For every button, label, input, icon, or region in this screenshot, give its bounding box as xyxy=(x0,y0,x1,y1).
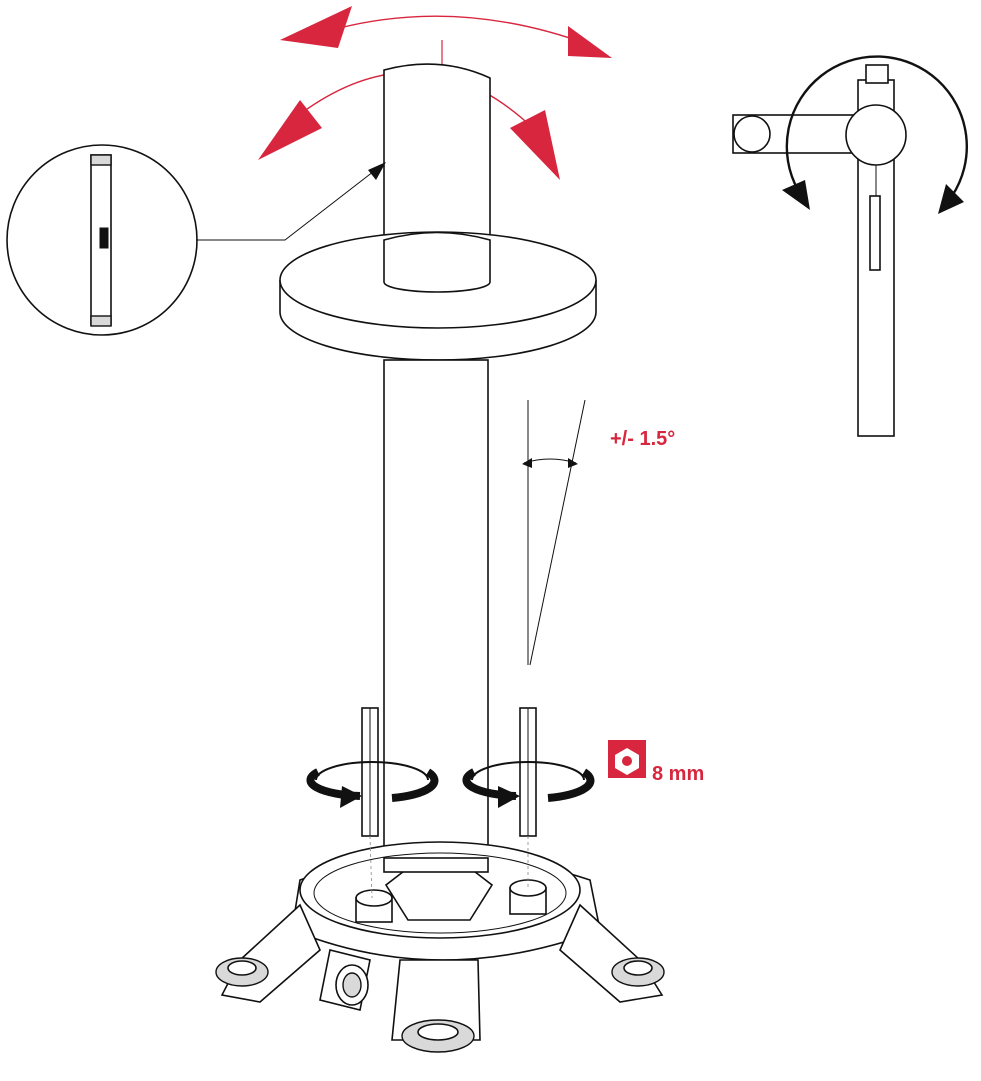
tilt-arrows xyxy=(258,6,612,180)
lower-column xyxy=(383,359,489,881)
guide-line-left xyxy=(369,835,373,899)
hex-socket-icon xyxy=(608,740,646,778)
tool-size-label: 8 mm xyxy=(652,763,704,785)
angle-tolerance-label: +/- 1.5° xyxy=(610,428,675,450)
level-detail-callout xyxy=(6,144,386,336)
hex-key-left xyxy=(306,707,439,837)
level-top-view-inset xyxy=(732,55,968,437)
angle-indicator xyxy=(522,399,586,666)
flange-plate xyxy=(279,231,597,361)
base-housing xyxy=(215,841,665,1053)
hex-key-right xyxy=(462,707,595,837)
